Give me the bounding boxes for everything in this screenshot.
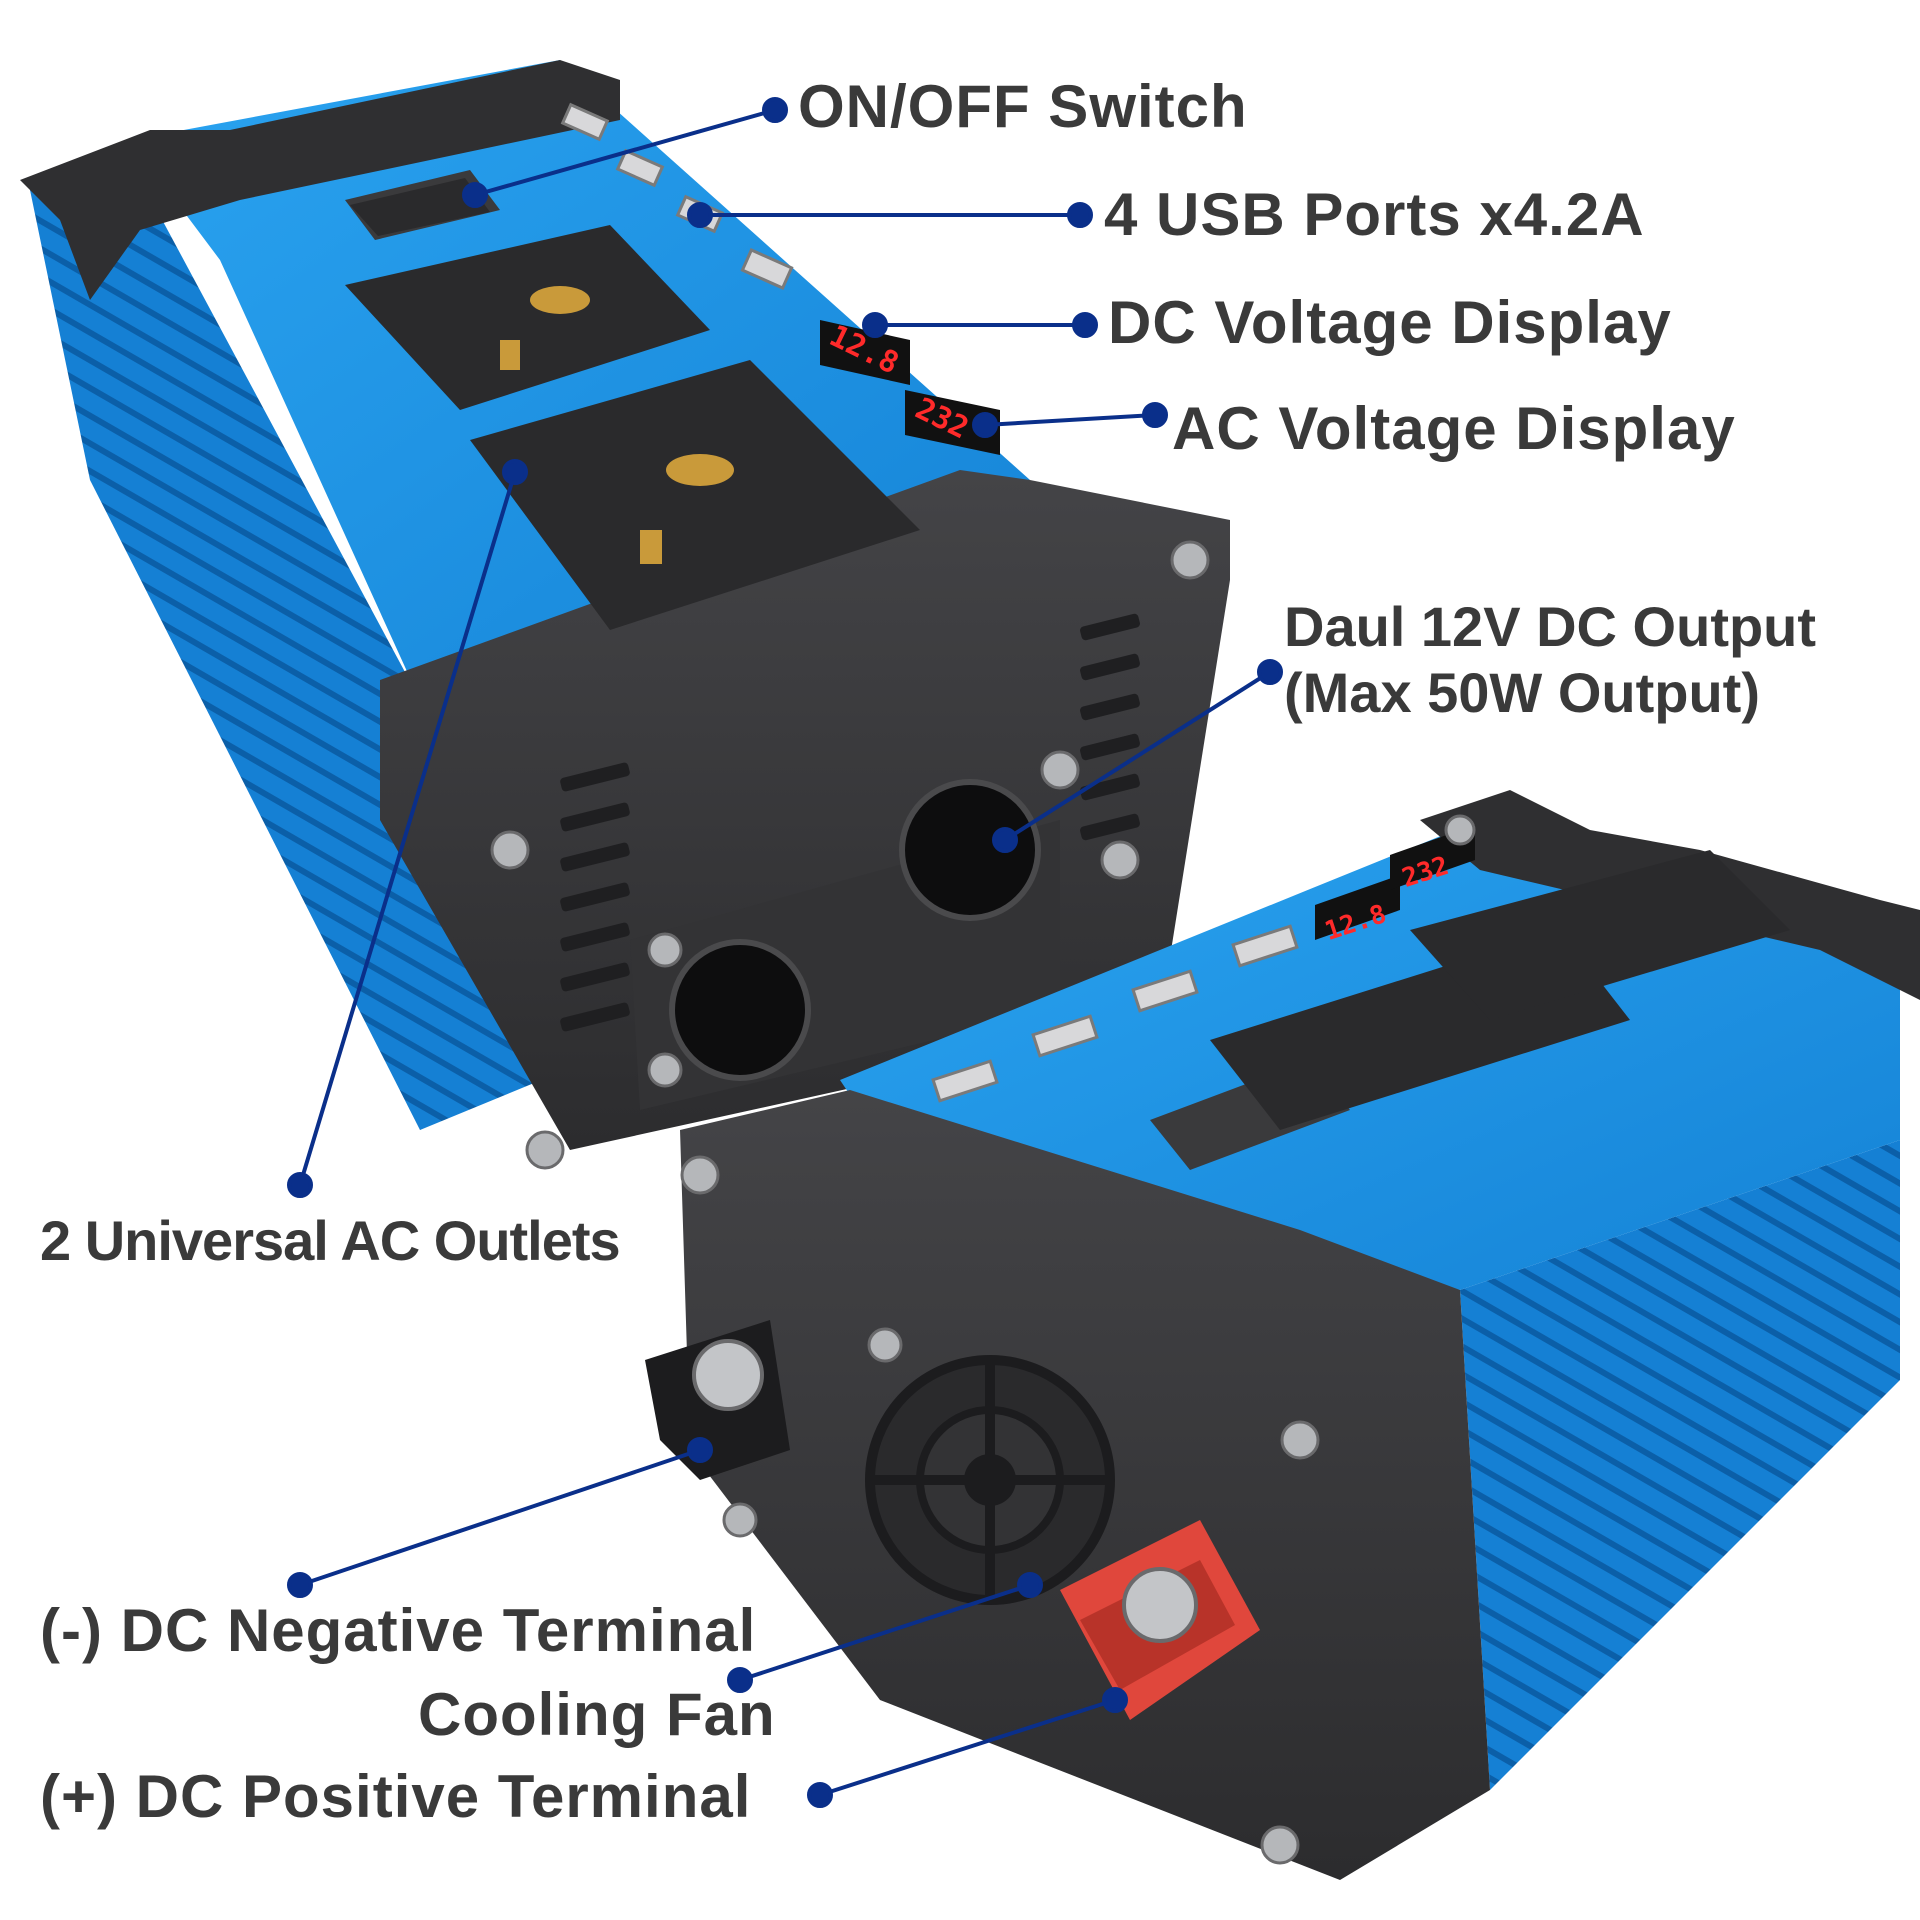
label-dual-dc-output-line1: Daul 12V DC Output <box>1284 595 1817 658</box>
top-on-off-switch-rocker <box>350 178 490 236</box>
top-ac-outlet-1 <box>345 225 710 410</box>
inverter-top-view: 12.8 232 <box>20 60 1230 1170</box>
label-dual-dc-output: Daul 12V DC Output (Max 50W Output) <box>1284 594 1816 726</box>
dc-output-socket-2 <box>899 779 1041 921</box>
label-dc-positive-terminal: (+) DC Positive Terminal <box>40 1763 752 1830</box>
callout-lines <box>287 97 1283 1808</box>
label-ac-voltage-display: AC Voltage Display <box>1172 395 1736 462</box>
top-inverter-vents <box>560 613 1140 1032</box>
dc-negative-terminal <box>645 1320 790 1480</box>
label-usb-ports: 4 USB Ports x4.2A <box>1104 181 1645 248</box>
top-ac-outlet-2 <box>470 360 920 630</box>
top-inverter-far-endcap <box>20 60 620 300</box>
inverter-rear-view: 12.8 232 <box>645 790 1920 1880</box>
bottom-usb-ports <box>931 924 1299 1103</box>
cooling-fan <box>865 1355 1115 1605</box>
bottom-inverter-side-fins <box>1460 1140 1900 1790</box>
label-dual-dc-output-line2: (Max 50W Output) <box>1284 661 1760 724</box>
bottom-inverter-screws <box>680 814 1476 1865</box>
label-cooling-fan: Cooling Fan <box>418 1681 776 1748</box>
top-inverter-screws <box>490 540 1210 1170</box>
label-dc-negative-terminal: (-) DC Negative Terminal <box>40 1597 757 1664</box>
bottom-ac-outlet-2 <box>1410 850 1790 1020</box>
label-ac-outlets: 2 Universal AC Outlets <box>40 1209 621 1272</box>
label-on-off-switch: ON/OFF Switch <box>798 73 1248 140</box>
dc-positive-terminal <box>1060 1520 1260 1720</box>
label-dc-voltage-display: DC Voltage Display <box>1108 289 1672 356</box>
dc-output-socket-1 <box>669 939 811 1081</box>
outlet-pins <box>500 286 734 564</box>
